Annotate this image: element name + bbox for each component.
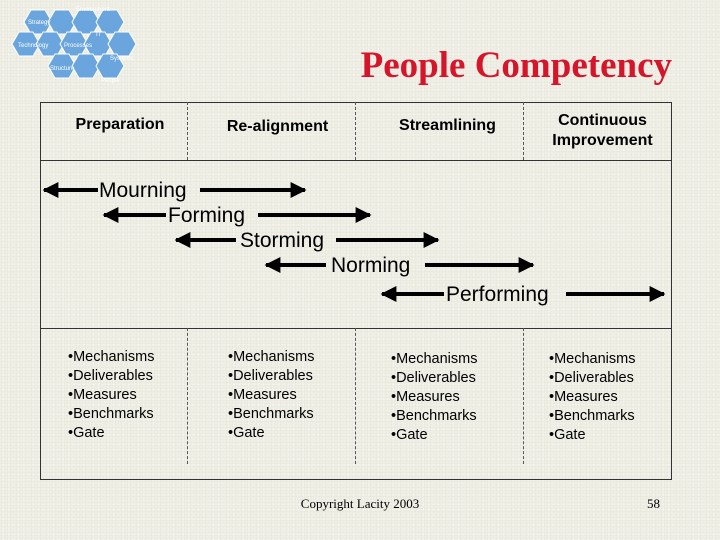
column-divider [187,328,188,464]
stage-label-storming: Storming [240,229,325,252]
list-item: Gate [391,426,477,445]
list-item: Deliverables [68,367,154,386]
column-divider [523,102,524,160]
phase-header-realignment: Re-alignment [226,118,329,135]
list-item: Deliverables [549,369,635,388]
list-item: Gate [228,424,314,443]
column-list-continuous-improvement: Mechanisms Deliverables Measures Benchma… [549,350,635,445]
column-divider [523,328,524,464]
list-item: Measures [68,386,154,405]
header-divider [40,160,672,161]
page-title: People Competency [360,45,672,86]
list-item: Measures [549,388,635,407]
diagram-frame [40,102,672,480]
column-list-streamlining: Mechanisms Deliverables Measures Benchma… [391,350,477,445]
list-item: Mechanisms [68,348,154,367]
logo-label: Environment [76,7,110,13]
logo-label: People [101,78,120,84]
logo-label: Strategy [28,20,50,26]
list-item: Gate [68,424,154,443]
phase-header-streamlining: Streamlining [399,117,496,134]
logo-label: Processes [64,43,92,49]
logo-label: Structure [50,66,75,72]
list-item: Mechanisms [391,350,477,369]
body-divider [40,328,672,329]
copyright-footer: Copyright Lacity 2003 [300,496,420,511]
column-list-realignment: Mechanisms Deliverables Measures Benchma… [228,348,314,443]
column-divider [355,102,356,160]
stage-label-mourning: Mourning [99,179,187,202]
column-divider [355,328,356,464]
phase-header-preparation: Preparation [75,116,165,133]
list-item: Deliverables [391,369,477,388]
list-item: Mechanisms [549,350,635,369]
stage-label-norming: Norming [331,254,411,277]
list-item: Benchmarks [391,407,477,426]
list-item: Gate [549,426,635,445]
logo-label: IT [96,32,102,38]
column-list-preparation: Mechanisms Deliverables Measures Benchma… [68,348,154,443]
logo-label: Systems [110,56,133,62]
stage-label-forming: Forming [168,204,246,227]
list-item: Deliverables [228,367,314,386]
phase-header-continuous-improvement: Continuous Improvement [552,112,653,149]
list-item: Benchmarks [549,407,635,426]
list-item: Mechanisms [228,348,314,367]
logo-label: Technology [18,43,48,49]
hexagon-logo: Strategy Environment Technology Processe… [11,7,137,84]
list-item: Benchmarks [68,405,154,424]
list-item: Measures [228,386,314,405]
list-item: Benchmarks [228,405,314,424]
column-divider [187,102,188,160]
page-number: 58 [647,496,660,511]
stage-label-performing: Performing [446,283,549,306]
list-item: Measures [391,388,477,407]
